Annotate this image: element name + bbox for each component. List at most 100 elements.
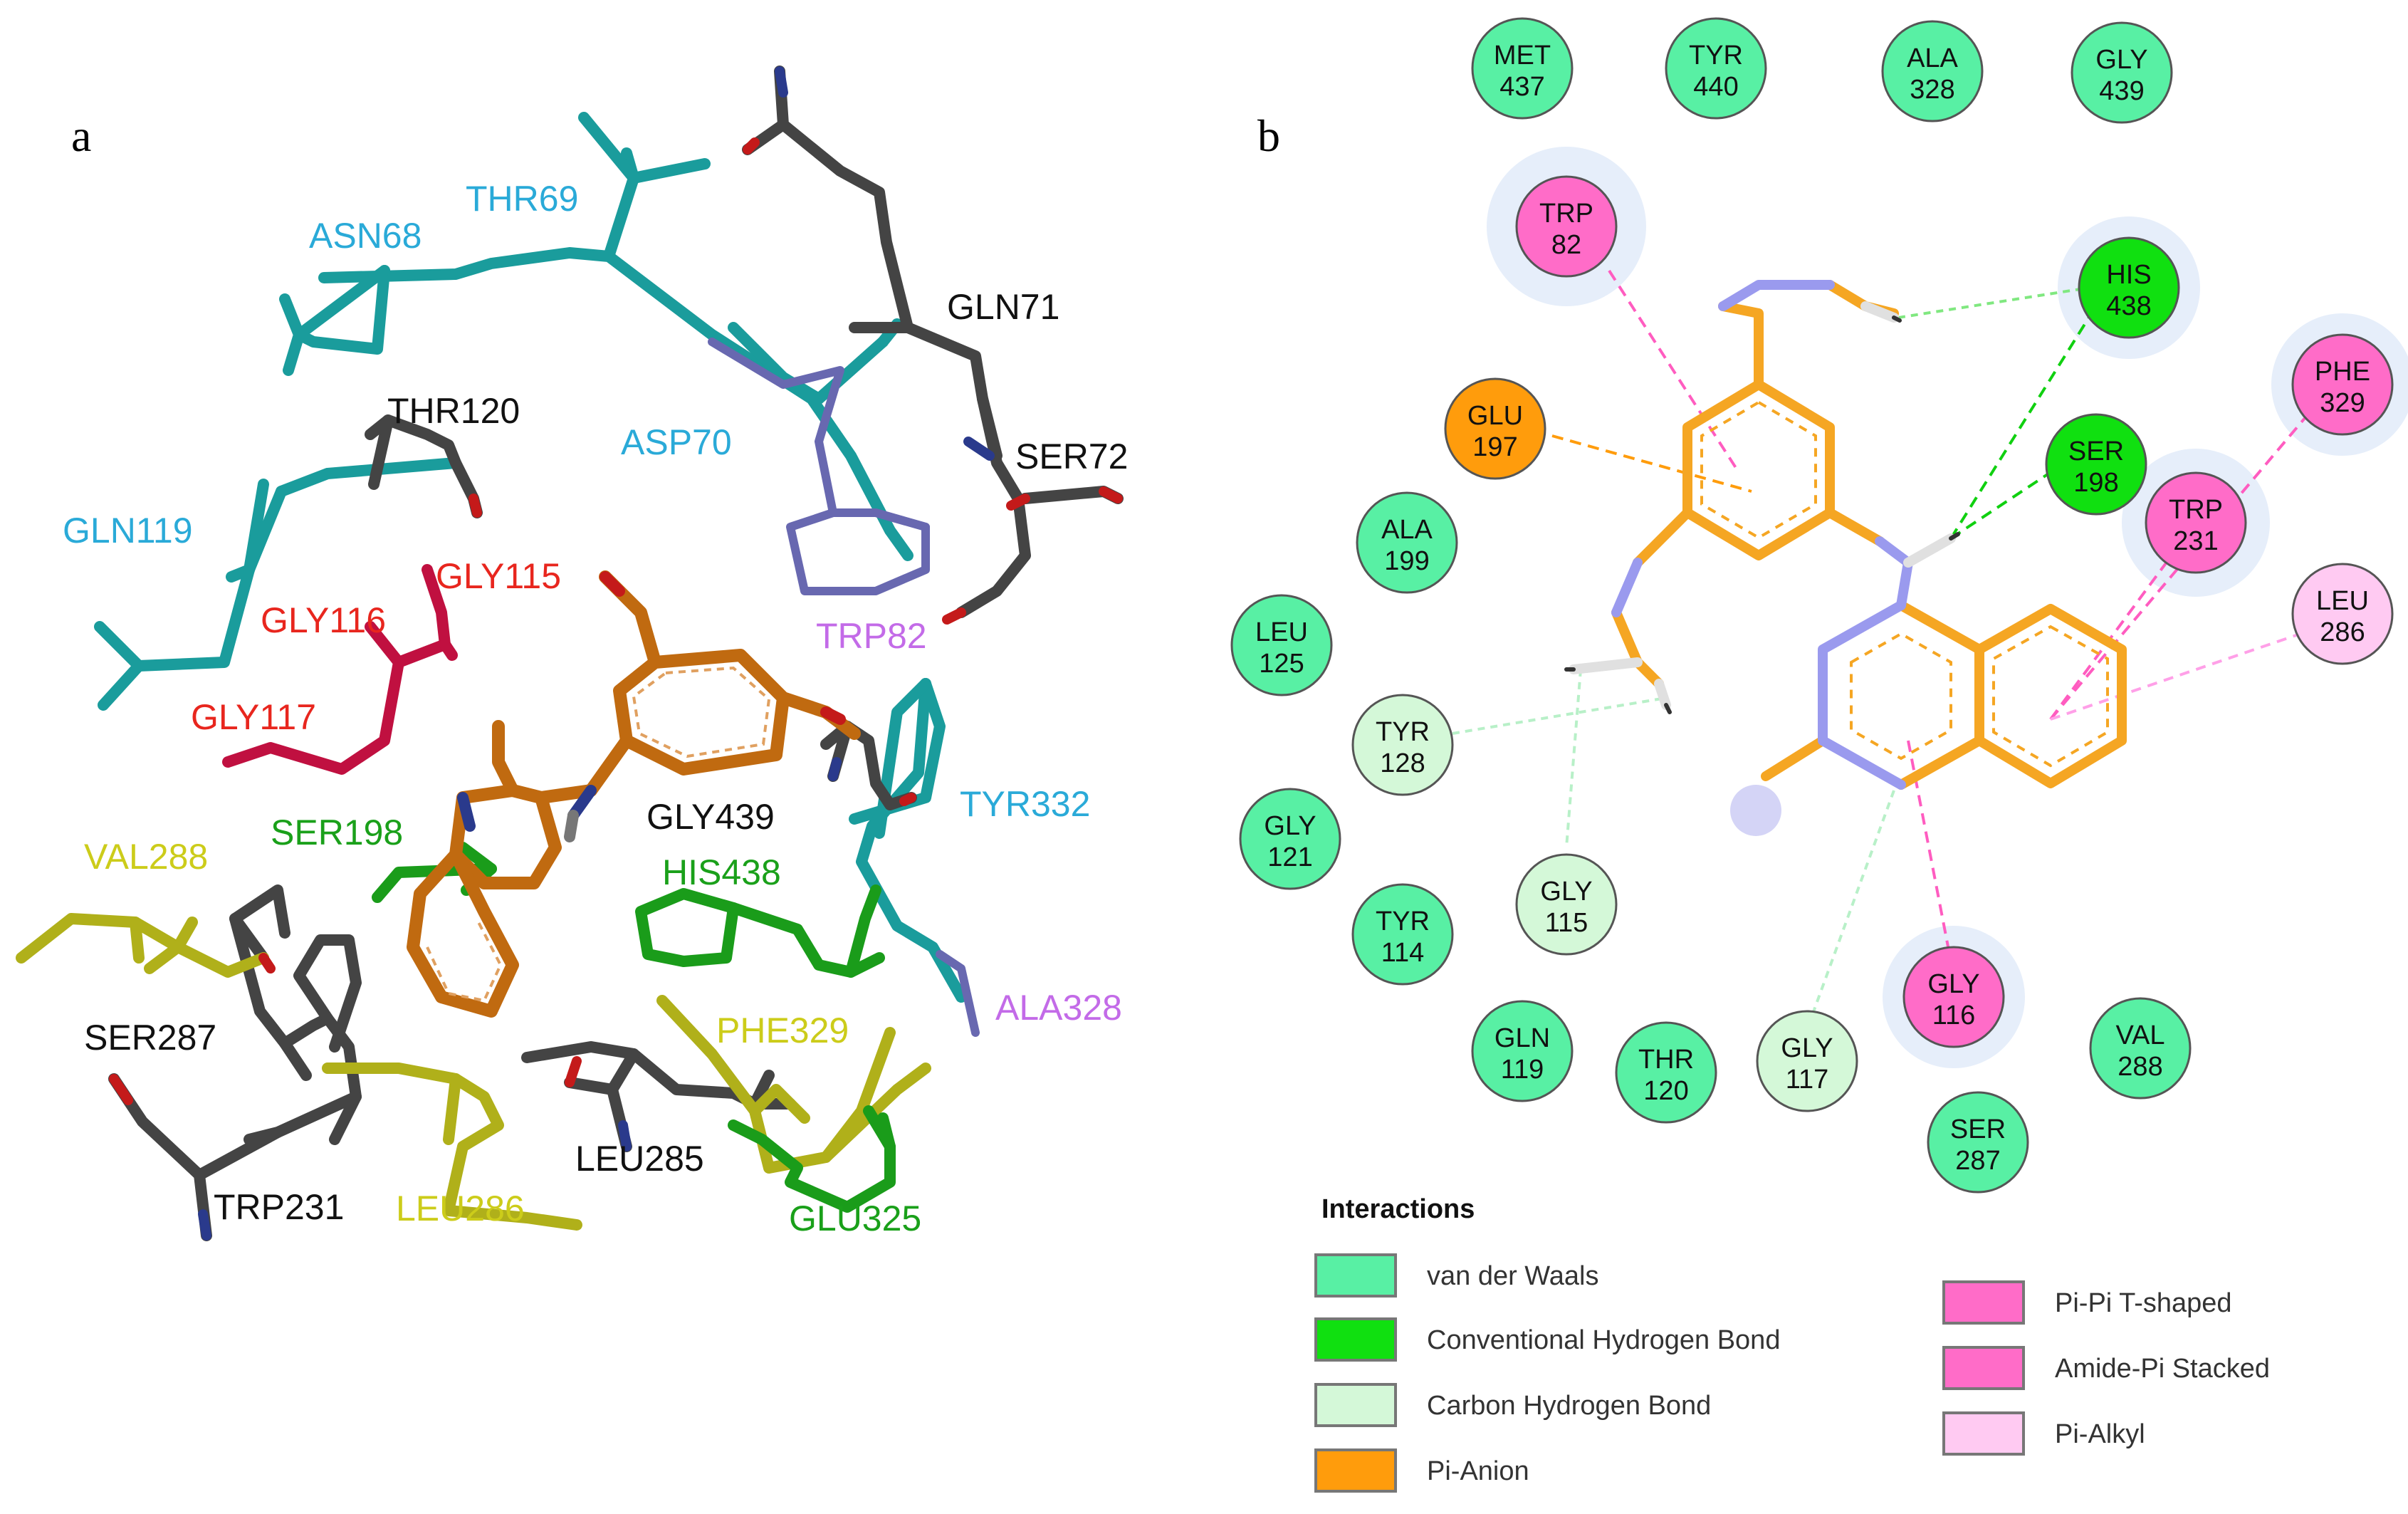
ligand-3d-dashes bbox=[426, 666, 771, 1003]
label-asn68: ASN68 bbox=[309, 216, 422, 256]
residue-disk-circle bbox=[1471, 17, 1574, 120]
residue-disk-ser287: SER287 bbox=[1927, 1091, 2029, 1194]
ligand-3d bbox=[407, 570, 861, 1018]
residue-name: GLN bbox=[1494, 1023, 1550, 1053]
residue-name: TYR bbox=[1376, 717, 1430, 747]
legend-item-anion: Pi-Anion bbox=[1314, 1448, 1529, 1493]
residue-name: HIS bbox=[2106, 260, 2151, 290]
residue-disk-circle bbox=[1927, 1091, 2029, 1194]
legend-label: Carbon Hydrogen Bond bbox=[1427, 1391, 1711, 1421]
residue-number: 82 bbox=[1551, 230, 1581, 260]
residue-disk-circle bbox=[1444, 377, 1546, 480]
residue-disk-circle bbox=[1902, 946, 2005, 1048]
legend-swatch bbox=[1314, 1317, 1397, 1362]
label-trp82: TRP82 bbox=[816, 616, 927, 656]
residue-number: 328 bbox=[1910, 75, 1954, 105]
residue-disk-circle bbox=[1665, 17, 1767, 120]
residue-name: LEU bbox=[1255, 617, 1308, 647]
residue-disk-gly439: GLY439 bbox=[2071, 21, 2173, 124]
residue-disk-circle bbox=[1471, 1000, 1574, 1102]
atom-tips bbox=[109, 66, 1123, 1241]
residue-disk-ser198: SER198 bbox=[2045, 413, 2147, 516]
green-residue-sticks bbox=[372, 842, 896, 1213]
residue-disk-val288: VAL288 bbox=[2089, 997, 2192, 1100]
residue-number: 116 bbox=[1932, 1001, 1976, 1030]
legend-label: Amide-Pi Stacked bbox=[2055, 1354, 2270, 1384]
residue-number: 128 bbox=[1380, 748, 1425, 778]
legend-label: van der Waals bbox=[1427, 1261, 1598, 1291]
residue-number: 439 bbox=[2099, 76, 2144, 106]
residue-number: 197 bbox=[1472, 432, 1517, 462]
legend-label: Pi-Alkyl bbox=[2055, 1419, 2145, 1449]
legend-item-amide: Amide-Pi Stacked bbox=[1942, 1346, 2270, 1390]
residue-number: 125 bbox=[1259, 649, 1304, 679]
olive-residue-sticks bbox=[16, 913, 931, 1231]
residue-number: 114 bbox=[1381, 938, 1425, 968]
panel-b-letter: b bbox=[1257, 110, 1280, 161]
residue-number: 119 bbox=[1501, 1055, 1544, 1085]
residue-number: 286 bbox=[2320, 617, 2365, 647]
label-gly115: GLY115 bbox=[436, 556, 561, 596]
label-leu285: LEU285 bbox=[575, 1139, 704, 1179]
residue-name: VAL bbox=[2115, 1020, 2164, 1050]
residue-disk-gly116: GLY116 bbox=[1902, 946, 2005, 1048]
label-gly439: GLY439 bbox=[647, 797, 775, 837]
legend-swatch bbox=[1314, 1383, 1397, 1427]
legend-swatch bbox=[1942, 1280, 2025, 1325]
legend-swatch bbox=[1942, 1411, 2025, 1456]
label-thr120: THR120 bbox=[387, 391, 520, 431]
residue-disk-circle bbox=[1515, 853, 1618, 956]
residue-number: 115 bbox=[1545, 908, 1588, 938]
residue-disk-circle bbox=[2089, 997, 2192, 1100]
interaction-halos bbox=[1487, 147, 2408, 1068]
residue-name: GLY bbox=[1781, 1033, 1833, 1063]
residue-name: TRP bbox=[1539, 199, 1593, 229]
residue-name: TYR bbox=[1376, 907, 1430, 936]
residue-number: 117 bbox=[1786, 1065, 1829, 1095]
residue-disk-circle bbox=[1615, 1021, 1717, 1124]
residue-disk-circle bbox=[1351, 694, 1454, 796]
panel-b-2d-interaction-diagram: b bbox=[1230, 17, 2408, 1493]
legend-title: Interactions bbox=[1321, 1194, 1475, 1224]
residue-disk-gly117: GLY117 bbox=[1756, 1010, 1858, 1112]
residue-disk-circle bbox=[2145, 471, 2247, 574]
residue-number: 329 bbox=[2320, 388, 2365, 418]
legend-label: Pi-Pi T-shaped bbox=[2055, 1288, 2232, 1318]
ligand-3d-heteroatoms bbox=[457, 571, 846, 842]
residue-name: MET bbox=[1494, 41, 1551, 71]
residue-name: GLY bbox=[1927, 969, 1979, 999]
legend-swatch bbox=[1314, 1448, 1397, 1493]
label-val288: VAL288 bbox=[84, 837, 208, 877]
residue-name: THR bbox=[1638, 1045, 1694, 1075]
residue-name: GLU bbox=[1467, 401, 1523, 431]
label-gln119: GLN119 bbox=[63, 511, 193, 550]
legend-item-vdw: van der Waals bbox=[1314, 1253, 1598, 1298]
residue-disk-trp231: TRP231 bbox=[2145, 471, 2247, 574]
residue-disk-thr120: THR120 bbox=[1615, 1021, 1717, 1124]
legend-item-alkyl: Pi-Alkyl bbox=[1942, 1411, 2145, 1456]
ligand-2d-aromatic-dashes bbox=[1700, 400, 2109, 768]
legend-swatch bbox=[1942, 1346, 2025, 1390]
residue-disk-circle bbox=[1351, 883, 1454, 986]
residue-disk-circle bbox=[2078, 236, 2180, 339]
label-glu325: GLU325 bbox=[789, 1199, 921, 1238]
residue-name: LEU bbox=[2316, 586, 2369, 616]
label-ser72: SER72 bbox=[1015, 437, 1128, 476]
label-his438: HIS438 bbox=[662, 852, 781, 892]
residue-disks: MET437TYR440ALA328GLY439TRP82HIS438PHE32… bbox=[1230, 17, 2394, 1194]
residue-disk-leu286: LEU286 bbox=[2291, 563, 2394, 665]
legend-item-chb: Carbon Hydrogen Bond bbox=[1314, 1383, 1711, 1427]
residue-name: GLY bbox=[2095, 45, 2147, 75]
residue-number: 288 bbox=[2118, 1052, 2162, 1082]
legend-label: Conventional Hydrogen Bond bbox=[1427, 1325, 1780, 1355]
